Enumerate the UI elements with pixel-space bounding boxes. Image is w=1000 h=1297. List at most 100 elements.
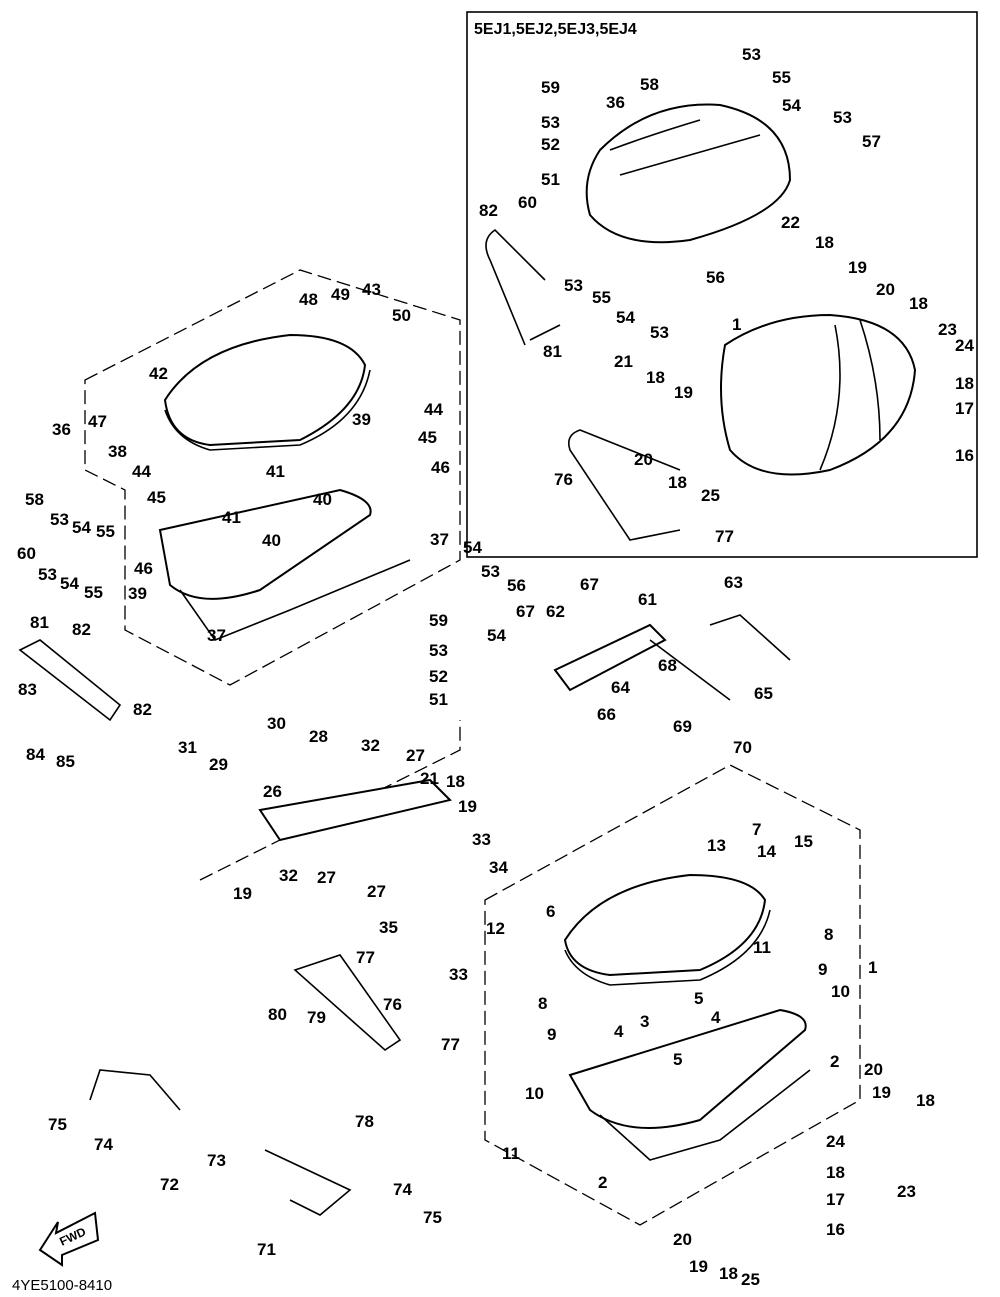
callout-58: 58 bbox=[25, 490, 44, 509]
callout-18: 18 bbox=[646, 368, 665, 387]
callout-4: 4 bbox=[614, 1022, 624, 1041]
callout-12: 12 bbox=[486, 919, 505, 938]
callout-3: 3 bbox=[640, 1012, 649, 1031]
callout-59: 59 bbox=[541, 78, 560, 97]
callout-2: 2 bbox=[830, 1052, 839, 1071]
callout-81: 81 bbox=[543, 342, 562, 361]
callout-15: 15 bbox=[794, 832, 813, 851]
inset-guard-rail-lower bbox=[567, 429, 681, 541]
bracket-group-outline bbox=[199, 720, 461, 881]
callout-54: 54 bbox=[487, 626, 506, 645]
fwd-arrow-icon: FWD bbox=[38, 1211, 100, 1267]
callout-71: 71 bbox=[257, 1240, 276, 1259]
callout-51: 51 bbox=[429, 690, 448, 709]
callout-5: 5 bbox=[694, 989, 703, 1008]
callout-51: 51 bbox=[541, 170, 560, 189]
callout-55: 55 bbox=[96, 522, 115, 541]
callout-53: 53 bbox=[50, 510, 69, 529]
callout-18: 18 bbox=[955, 374, 974, 393]
callout-35: 35 bbox=[379, 918, 398, 937]
callout-1: 1 bbox=[868, 958, 877, 977]
callout-85: 85 bbox=[56, 752, 75, 771]
callout-21: 21 bbox=[420, 769, 439, 788]
callout-2: 2 bbox=[598, 1173, 607, 1192]
callout-84: 84 bbox=[26, 745, 45, 764]
callout-75: 75 bbox=[48, 1115, 67, 1134]
callout-46: 46 bbox=[134, 559, 153, 578]
callout-52: 52 bbox=[429, 667, 448, 686]
callout-76: 76 bbox=[554, 470, 573, 489]
callout-1: 1 bbox=[732, 315, 741, 334]
right-bracket bbox=[553, 623, 667, 692]
callout-59: 59 bbox=[429, 611, 448, 630]
callout-46: 46 bbox=[431, 458, 450, 477]
callout-19: 19 bbox=[872, 1083, 891, 1102]
callout-18: 18 bbox=[719, 1264, 738, 1283]
callout-18: 18 bbox=[826, 1163, 845, 1182]
callout-20: 20 bbox=[864, 1060, 883, 1079]
callout-67: 67 bbox=[580, 575, 599, 594]
callout-5: 5 bbox=[673, 1050, 682, 1069]
callout-22: 22 bbox=[781, 213, 800, 232]
callout-66: 66 bbox=[597, 705, 616, 724]
callout-54: 54 bbox=[782, 96, 801, 115]
soft-bag-lower bbox=[720, 313, 917, 476]
callout-50: 50 bbox=[392, 306, 411, 325]
callout-75: 75 bbox=[423, 1208, 442, 1227]
front-guard bbox=[89, 1069, 352, 1216]
callout-8: 8 bbox=[538, 994, 547, 1013]
callout-7: 7 bbox=[752, 820, 761, 839]
callout-18: 18 bbox=[916, 1091, 935, 1110]
callout-81: 81 bbox=[30, 613, 49, 632]
callout-21: 21 bbox=[614, 352, 633, 371]
callout-19: 19 bbox=[848, 258, 867, 277]
callout-55: 55 bbox=[84, 583, 103, 602]
callout-61: 61 bbox=[638, 590, 657, 609]
callout-60: 60 bbox=[17, 544, 36, 563]
callout-18: 18 bbox=[446, 772, 465, 791]
callout-6: 6 bbox=[546, 902, 555, 921]
callout-42: 42 bbox=[149, 364, 168, 383]
callout-16: 16 bbox=[955, 446, 974, 465]
callout-70: 70 bbox=[733, 738, 752, 757]
callout-83: 83 bbox=[18, 680, 37, 699]
callout-17: 17 bbox=[955, 399, 974, 418]
callout-32: 32 bbox=[279, 866, 298, 885]
left-case-lid bbox=[163, 333, 371, 451]
callout-55: 55 bbox=[772, 68, 791, 87]
callout-77: 77 bbox=[715, 527, 734, 546]
callout-80: 80 bbox=[268, 1005, 287, 1024]
variant-header: 5EJ1,5EJ2,5EJ3,5EJ4 bbox=[474, 21, 637, 38]
callout-36: 36 bbox=[52, 420, 71, 439]
callout-64: 64 bbox=[611, 678, 630, 697]
inset-guard-rail bbox=[485, 228, 561, 346]
callout-77: 77 bbox=[441, 1035, 460, 1054]
callout-19: 19 bbox=[233, 884, 252, 903]
callout-40: 40 bbox=[262, 531, 281, 550]
callout-29: 29 bbox=[209, 755, 228, 774]
right-case-group-outline bbox=[484, 764, 861, 1226]
callout-10: 10 bbox=[831, 982, 850, 1001]
callout-44: 44 bbox=[132, 462, 151, 481]
callout-31: 31 bbox=[178, 738, 197, 757]
callout-55: 55 bbox=[592, 288, 611, 307]
callout-14: 14 bbox=[757, 842, 776, 861]
callout-18: 18 bbox=[815, 233, 834, 252]
lower-guard bbox=[293, 954, 402, 1052]
callout-33: 33 bbox=[449, 965, 468, 984]
callout-82: 82 bbox=[133, 700, 152, 719]
callout-32: 32 bbox=[361, 736, 380, 755]
callout-67: 67 bbox=[516, 602, 535, 621]
left-case-group-outline bbox=[84, 269, 461, 686]
center-bracket bbox=[258, 778, 452, 842]
callout-63: 63 bbox=[724, 573, 743, 592]
callout-82: 82 bbox=[72, 620, 91, 639]
callout-78: 78 bbox=[355, 1112, 374, 1131]
callout-8: 8 bbox=[824, 925, 833, 944]
callout-18: 18 bbox=[909, 294, 928, 313]
callout-65: 65 bbox=[754, 684, 773, 703]
callout-9: 9 bbox=[818, 960, 827, 979]
callout-19: 19 bbox=[689, 1257, 708, 1276]
callout-27: 27 bbox=[406, 746, 425, 765]
callout-24: 24 bbox=[955, 336, 974, 355]
